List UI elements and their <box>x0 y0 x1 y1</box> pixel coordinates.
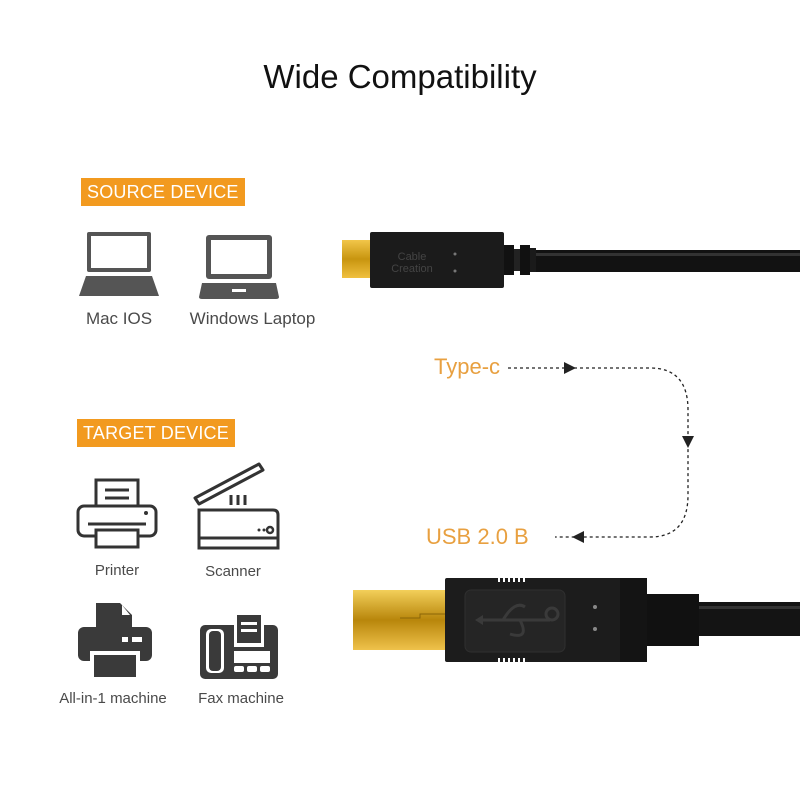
type-c-label: Type-c <box>434 354 501 379</box>
svg-text:Cable: Cable <box>398 251 427 263</box>
printer-icon <box>76 478 158 549</box>
device-label-windows-laptop: Windows Laptop <box>189 309 316 328</box>
device-label-mac: Mac IOS <box>85 309 153 328</box>
svg-text:Creation: Creation <box>391 263 433 275</box>
flow-arrow-path <box>508 362 694 543</box>
device-label-printer: Printer <box>94 562 140 579</box>
scanner-icon <box>193 462 280 550</box>
usb-c-connector-image: Cable Creation <box>342 232 800 288</box>
usb-b-label: USB 2.0 B <box>426 524 529 549</box>
device-label-all-in-one: All-in-1 machine <box>59 690 167 707</box>
all-in-one-printer-icon <box>78 603 152 677</box>
device-label-scanner: Scanner <box>205 563 261 580</box>
usb-b-connector-image <box>353 578 800 662</box>
target-device-badge: TARGET DEVICE <box>77 419 235 447</box>
device-label-fax: Fax machine <box>198 690 284 707</box>
laptop-icon <box>79 232 159 296</box>
source-device-badge: SOURCE DEVICE <box>81 178 245 206</box>
laptop-icon <box>199 235 279 299</box>
fax-icon <box>200 613 278 679</box>
page-title: Wide Compatibility <box>263 58 537 95</box>
